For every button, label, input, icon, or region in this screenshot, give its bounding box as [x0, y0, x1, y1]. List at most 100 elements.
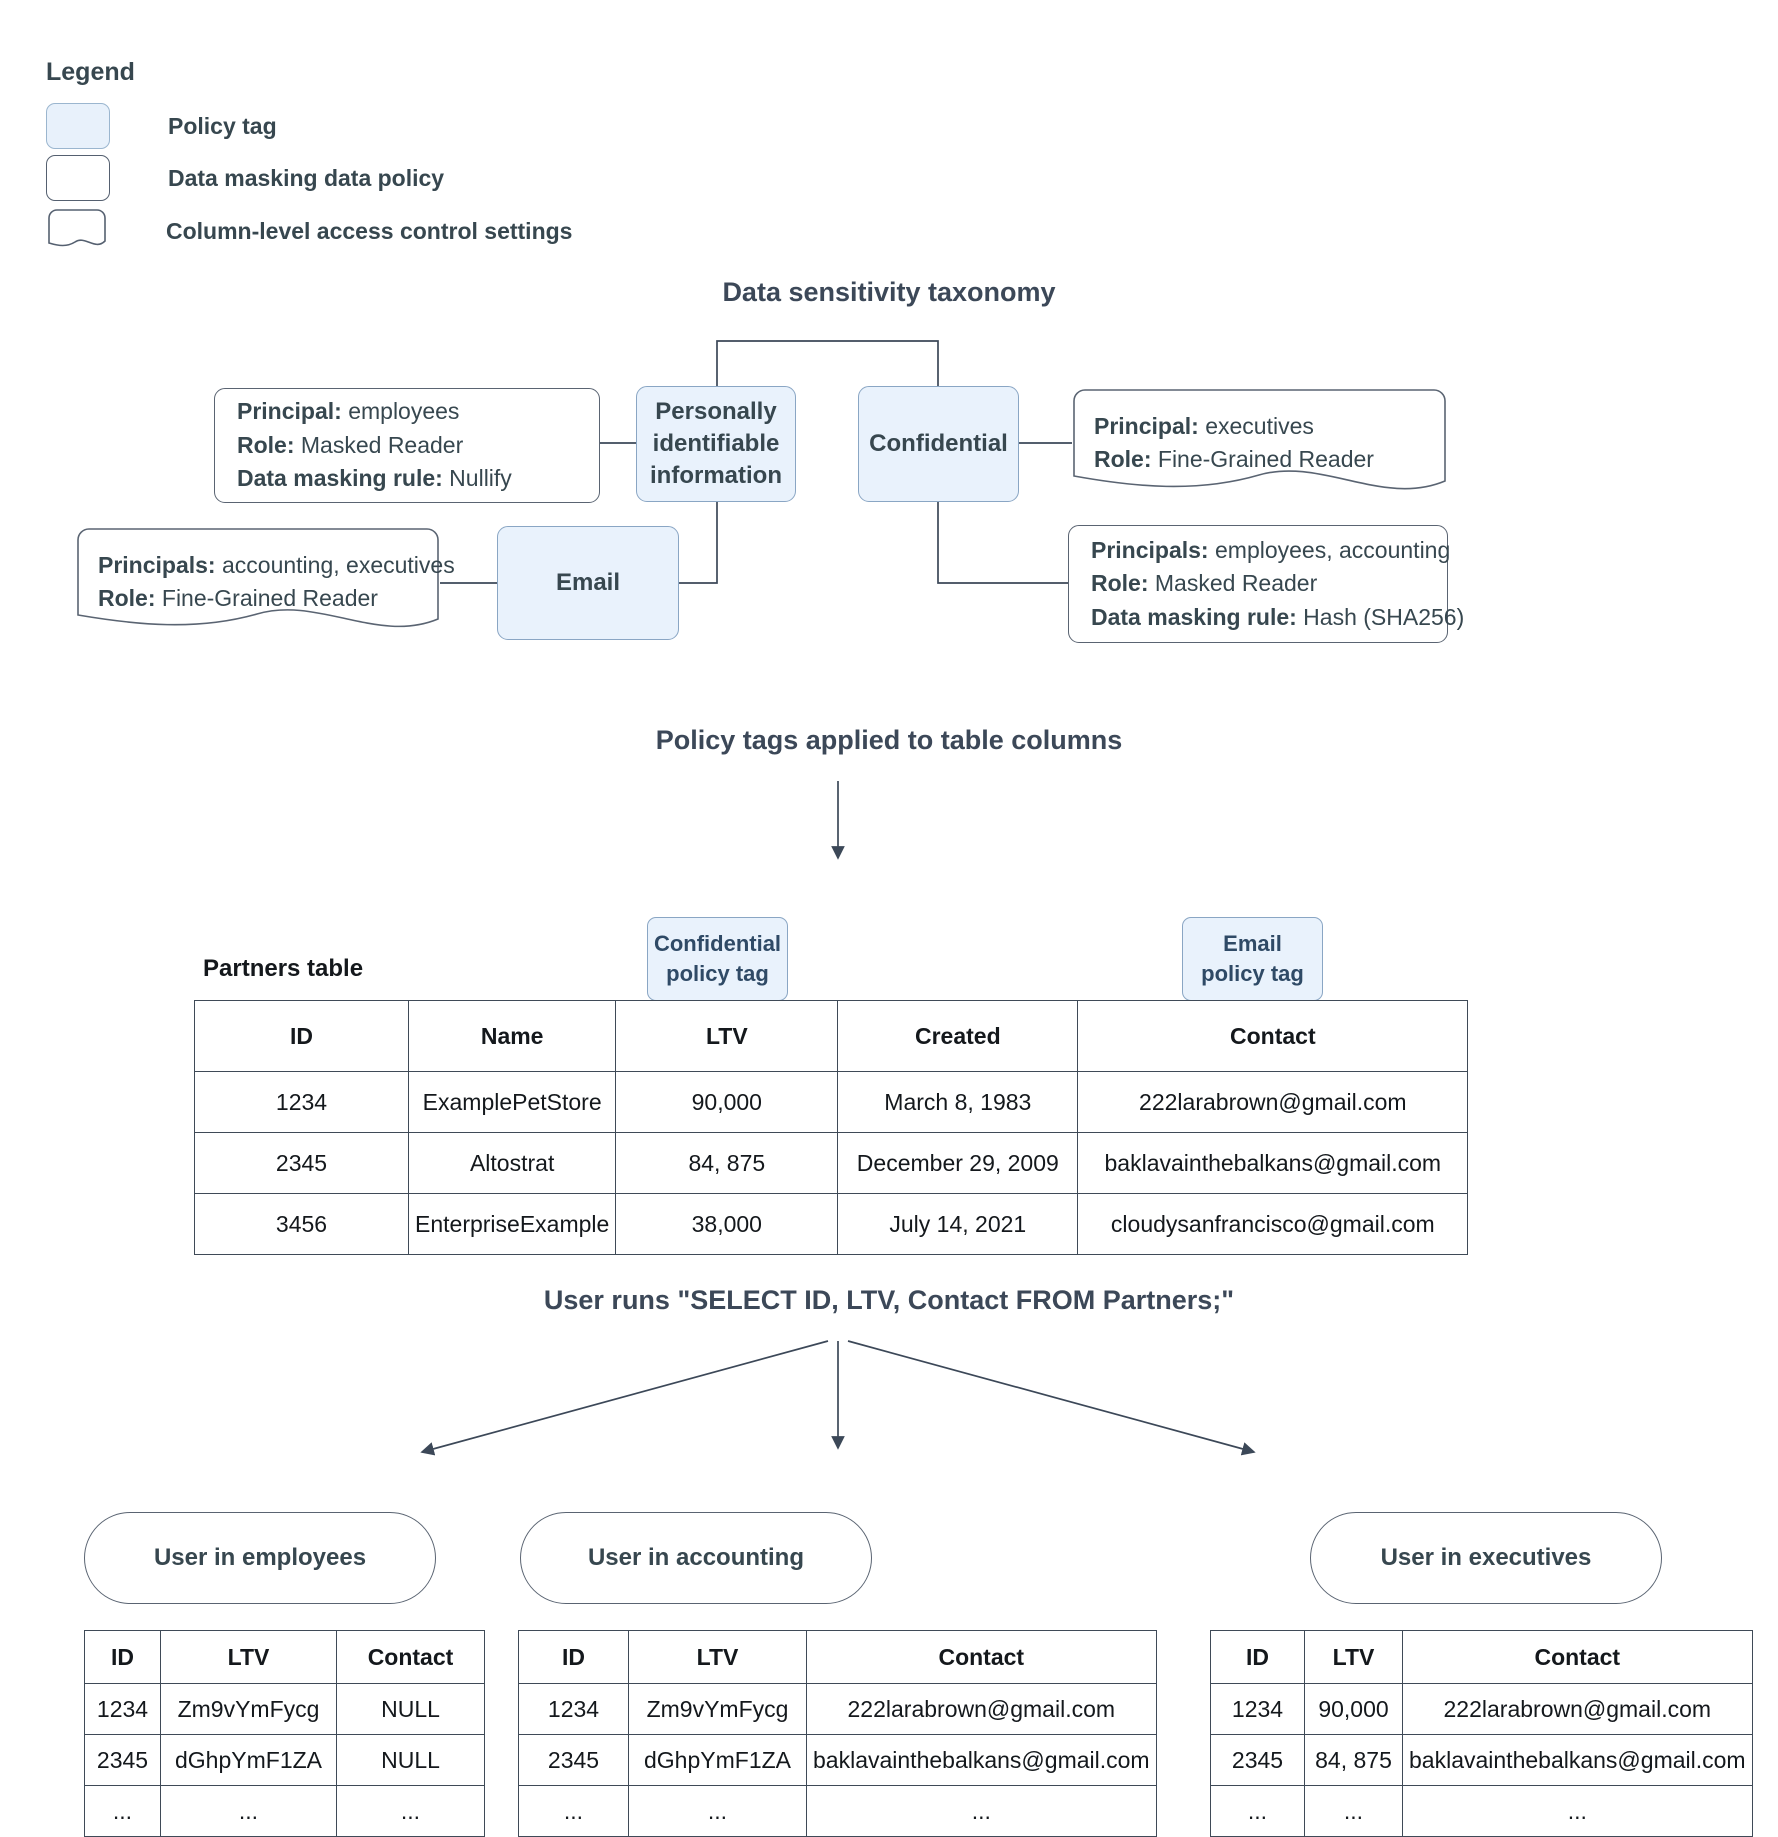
policy-key: Principals: — [1091, 536, 1209, 563]
column-header: ID — [518, 1630, 629, 1684]
table-cell: ... — [84, 1785, 161, 1837]
wavy-shape-icon — [76, 527, 440, 642]
policy-line: Principals: employees, accounting — [1091, 534, 1450, 567]
policy-key: Principals: — [98, 552, 216, 578]
wavy-shape-icon — [1072, 388, 1447, 503]
table-cell: ExamplePetStore — [407, 1071, 617, 1133]
table-cell: ... — [336, 1785, 485, 1837]
persona-executives[interactable]: User in executives — [1310, 1512, 1662, 1604]
tag-line: policy tag — [666, 961, 769, 986]
policy-line: Data masking rule: Hash (SHA256) — [1091, 601, 1464, 634]
persona-accounting[interactable]: User in accounting — [520, 1512, 872, 1604]
table-cell: ... — [160, 1785, 337, 1837]
column-header: Contact — [806, 1630, 1157, 1684]
policy-value: accounting, executives — [215, 552, 455, 578]
table-cell: ... — [1402, 1785, 1753, 1837]
policy-tag-node-pii[interactable]: Personally identifiable information — [636, 386, 796, 502]
policy-tag-label: Personally identifiable information — [650, 398, 782, 489]
tag-line: Confidential — [653, 931, 782, 957]
query-title: User runs "SELECT ID, LTV, Contact FROM … — [543, 1285, 1235, 1315]
policy-line: Principal: employees — [237, 395, 577, 428]
column-level-swatch-icon — [46, 207, 108, 255]
table-cell: dGhpYmF1ZA — [160, 1734, 337, 1786]
policy-tag-swatch-icon — [46, 103, 110, 149]
table-cell: baklavainthebalkans@gmail.com — [1077, 1132, 1469, 1194]
pii-data-masking-policy: Principal: employees Role: Masked Reader… — [214, 388, 600, 503]
policy-key: Role: — [237, 431, 295, 458]
data-masking-swatch-icon — [46, 155, 110, 201]
table-cell: December 29, 2009 — [837, 1132, 1079, 1194]
tag-line: policy tag — [1201, 961, 1304, 986]
legend: Legend Policy tag Data masking data poli… — [46, 58, 572, 255]
table-cell: 222larabrown@gmail.com — [1402, 1683, 1753, 1735]
policy-key: Principal: — [237, 398, 342, 425]
column-header: Contact — [1402, 1630, 1753, 1684]
column-header: LTV — [160, 1630, 337, 1684]
policy-key: Role: — [1091, 570, 1149, 597]
column-header: Created — [837, 1000, 1079, 1072]
policy-key: Principal: — [1094, 413, 1199, 439]
column-header: LTV — [615, 1000, 839, 1072]
policy-line: Principal: executives — [1094, 410, 1425, 443]
table-cell: 2345 — [194, 1132, 409, 1194]
policy-tag-label: Email — [555, 569, 621, 597]
policy-value: executives — [1198, 413, 1314, 439]
persona-employees[interactable]: User in employees — [84, 1512, 436, 1604]
policy-text: Principal: executives Role: Fine-Grained… — [1072, 388, 1447, 503]
column-header: ID — [84, 1630, 161, 1684]
tag-badge-text: Email policy tag — [1201, 929, 1304, 988]
table-cell: July 14, 2021 — [837, 1193, 1079, 1255]
legend-item-label: Data masking data policy — [168, 164, 445, 191]
table-row: ......... — [1210, 1785, 1753, 1837]
table-cell: ... — [806, 1785, 1157, 1837]
policy-tag-node-email[interactable]: Email — [497, 526, 679, 640]
tag-badge-text: Confidential policy tag — [654, 929, 781, 988]
confidential-column-access-policy: Principal: executives Role: Fine-Grained… — [1072, 388, 1447, 503]
policy-text: Principals: accounting, executives Role:… — [76, 527, 455, 642]
table-cell: 90,000 — [1304, 1683, 1403, 1735]
policy-key: Data masking rule: — [237, 465, 443, 492]
column-header: Name — [407, 1000, 617, 1072]
policy-value: Masked Reader — [294, 431, 464, 458]
column-header: LTV — [1304, 1630, 1403, 1684]
applied-title: Policy tags applied to table columns — [655, 725, 1123, 755]
table-cell: ... — [518, 1785, 629, 1837]
table-cell: 1234 — [84, 1683, 161, 1735]
policy-key: Data masking rule: — [1091, 603, 1297, 630]
confidential-policy-tag-badge[interactable]: Confidential policy tag — [647, 917, 788, 1001]
partners-table-label: Partners table — [203, 955, 364, 982]
table-cell: ... — [1210, 1785, 1305, 1837]
table-cell: NULL — [336, 1734, 485, 1786]
table-cell: dGhpYmF1ZA — [628, 1734, 807, 1786]
taxonomy-title: Data sensitivity taxonomy — [722, 277, 1056, 307]
table-cell: March 8, 1983 — [837, 1071, 1079, 1133]
policy-tag-node-confidential[interactable]: Confidential — [858, 386, 1019, 502]
table-cell: 1234 — [518, 1683, 629, 1735]
policy-line: Principals: accounting, executives — [98, 549, 455, 582]
email-policy-tag-badge[interactable]: Email policy tag — [1182, 917, 1323, 1001]
policy-value: Fine-Grained Reader — [155, 585, 378, 612]
confidential-data-masking-policy: Principals: employees, accounting Role: … — [1068, 525, 1464, 643]
policy-line: Role: Fine-Grained Reader — [1094, 443, 1425, 476]
legend-item-column-level: Column-level access control settings — [46, 207, 572, 255]
tag-line: Email — [1223, 931, 1282, 957]
